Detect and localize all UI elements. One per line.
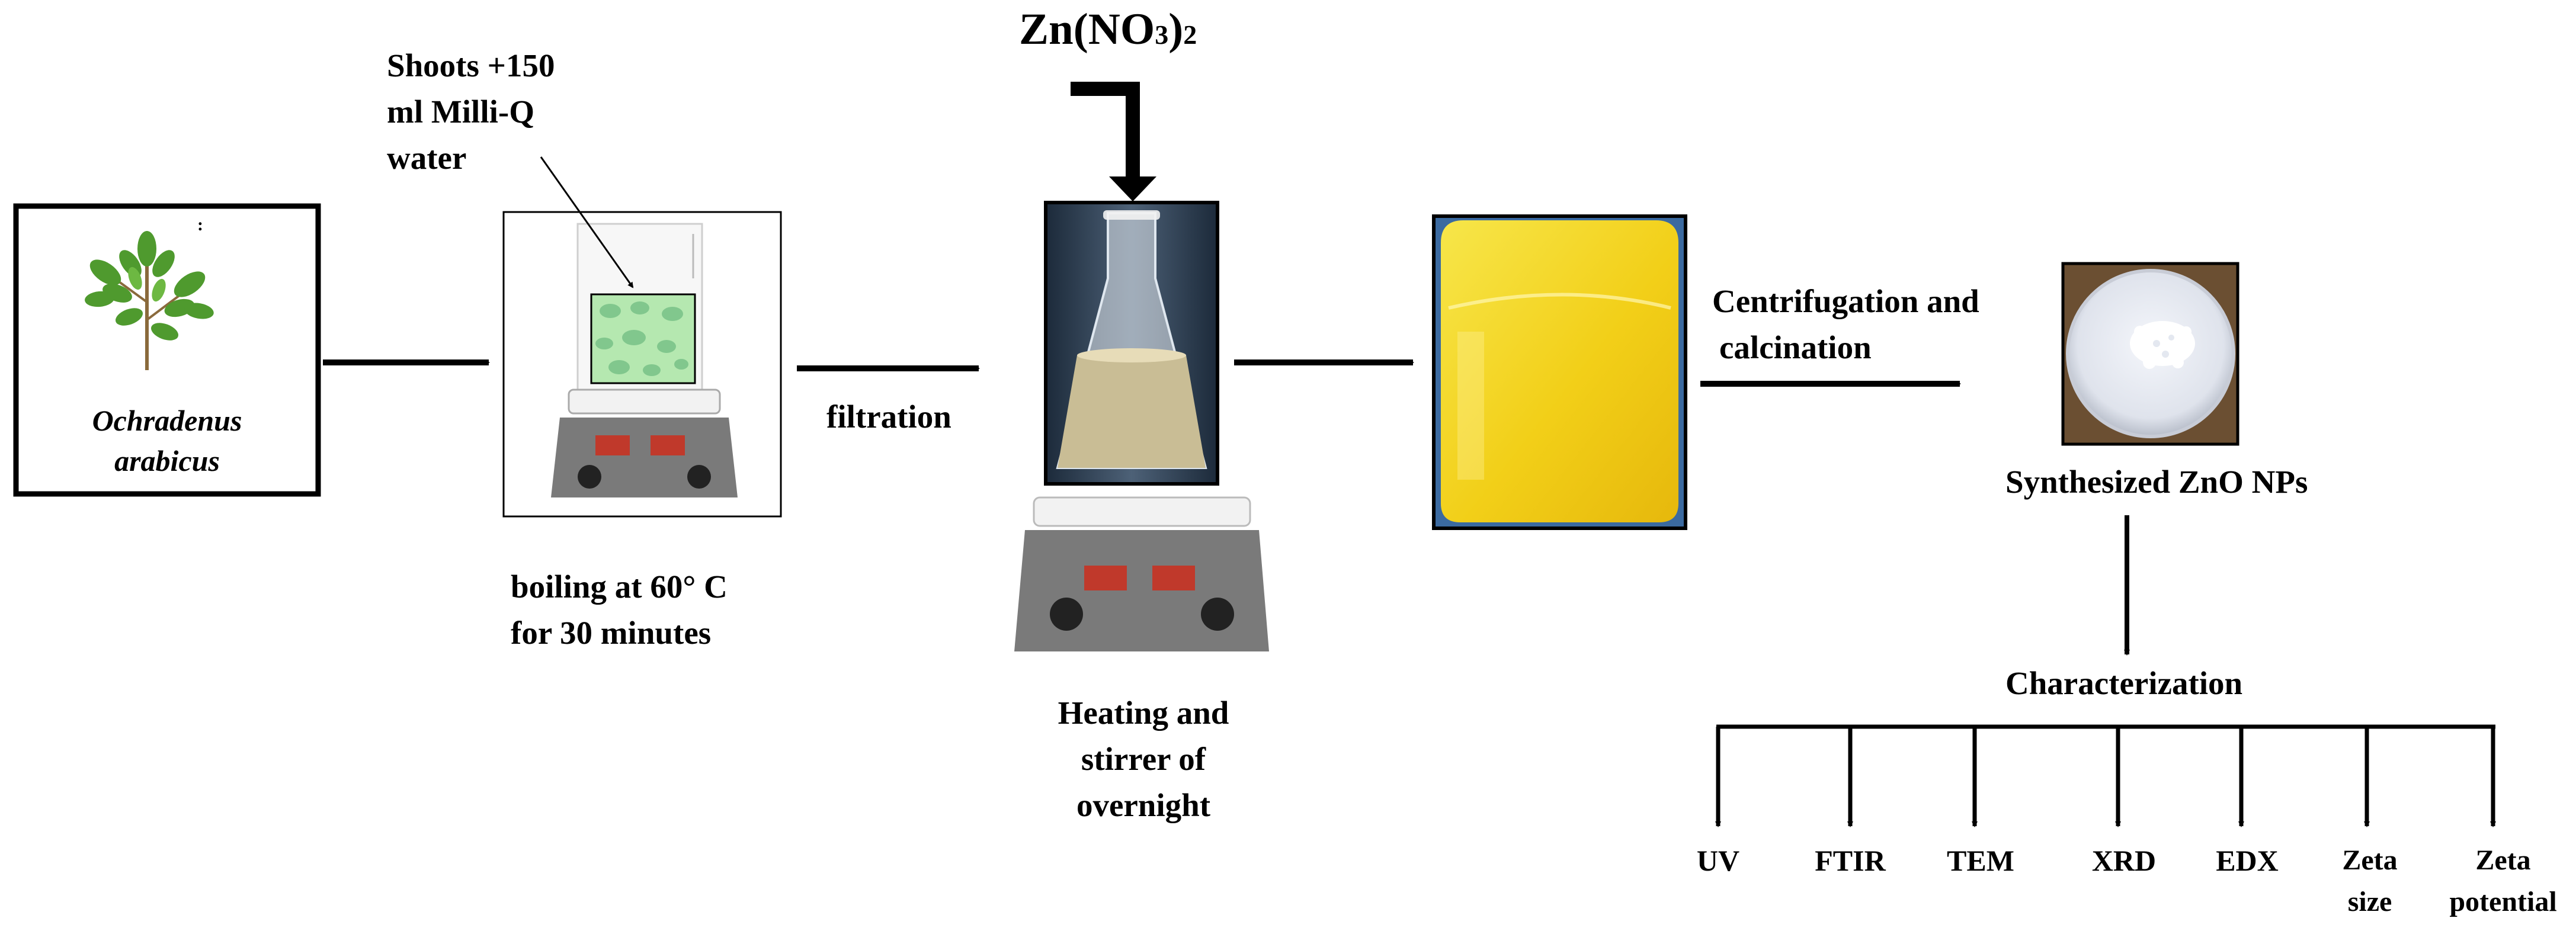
technique-line2: potential [2449, 886, 2557, 917]
centrifugation-line2: calcination [1719, 329, 1872, 365]
hot-plate-stirrer-icon [551, 389, 738, 497]
technique-line2: size [2347, 886, 2392, 917]
technique-zeta-size: Zeta size [2319, 840, 2420, 923]
flask-box [1044, 201, 1219, 486]
shoots-line2: ml Milli-Q [387, 94, 534, 130]
plant-name-line2: arabicus [114, 444, 220, 477]
technique-line1: Zeta [2475, 845, 2531, 876]
zinc-prefix: Zn(NO [1019, 5, 1155, 54]
zinc-nitrate-arrowhead [1109, 176, 1156, 201]
centrifugation-label: Centrifugation and calcination [1712, 278, 1979, 371]
powder-dish-icon [2061, 262, 2239, 446]
heating-line1: Heating and [1058, 695, 1229, 731]
zinc-subscript: 3 [1155, 20, 1169, 50]
technique-tem: TEM [1927, 840, 2034, 881]
plant-name: Ochradenus arabicus [16, 400, 318, 481]
extract-icon [590, 293, 696, 384]
zinc-nitrate-arrow [1071, 82, 1140, 184]
zinc-suffix: ) [1168, 5, 1184, 54]
shoots-line3: water [387, 140, 467, 176]
shoots-pointer-arrow [540, 156, 634, 288]
yellow-solution-beaker-icon [1432, 214, 1687, 530]
characterization-tree [1715, 724, 2496, 827]
stray-mark: : [197, 215, 203, 235]
filtration-label: filtration [826, 399, 951, 435]
heating-line3: overnight [1076, 787, 1211, 823]
boiling-label: boiling at 60° C for 30 minutes [511, 564, 728, 656]
hot-plate-stirrer-icon [1014, 496, 1269, 651]
heating-line2: stirrer of [1081, 741, 1206, 777]
boiling-box [502, 211, 782, 518]
erlenmeyer-flask-icon [1056, 210, 1207, 469]
boiling-line2: for 30 minutes [511, 615, 712, 651]
plant-name-line1: Ochradenus [92, 404, 242, 437]
technique-line1: FTIR [1815, 844, 1886, 877]
technique-line1: Zeta [2342, 845, 2398, 876]
technique-ftir: FTIR [1797, 840, 1904, 881]
technique-line1: TEM [1947, 844, 2014, 877]
technique-xrd: XRD [2071, 840, 2177, 881]
plant-icon [85, 231, 214, 370]
characterization-title: Characterization [2005, 665, 2243, 701]
technique-edx: EDX [2194, 840, 2301, 881]
heating-label: Heating and stirrer of overnight [1001, 690, 1286, 829]
plant-box [13, 203, 321, 497]
technique-line1: EDX [2216, 844, 2279, 877]
shoots-label: Shoots +150 ml Milli-Q water [387, 43, 555, 181]
technique-zeta-potential: Zeta potential [2435, 840, 2571, 923]
zinc-nitrate-label: Zn(NO3)2 [1019, 0, 1197, 65]
boiling-line1: boiling at 60° C [511, 569, 728, 605]
centrifugation-line1: Centrifugation and [1712, 283, 1979, 319]
technique-line1: XRD [2091, 844, 2157, 877]
technique-uv: UV [1671, 840, 1766, 881]
shoots-line1: Shoots +150 [387, 47, 555, 84]
product-label: Synthesized ZnO NPs [2005, 464, 2308, 500]
zinc-outer-subscript: 2 [1183, 20, 1197, 50]
technique-line1: UV [1696, 844, 1740, 877]
